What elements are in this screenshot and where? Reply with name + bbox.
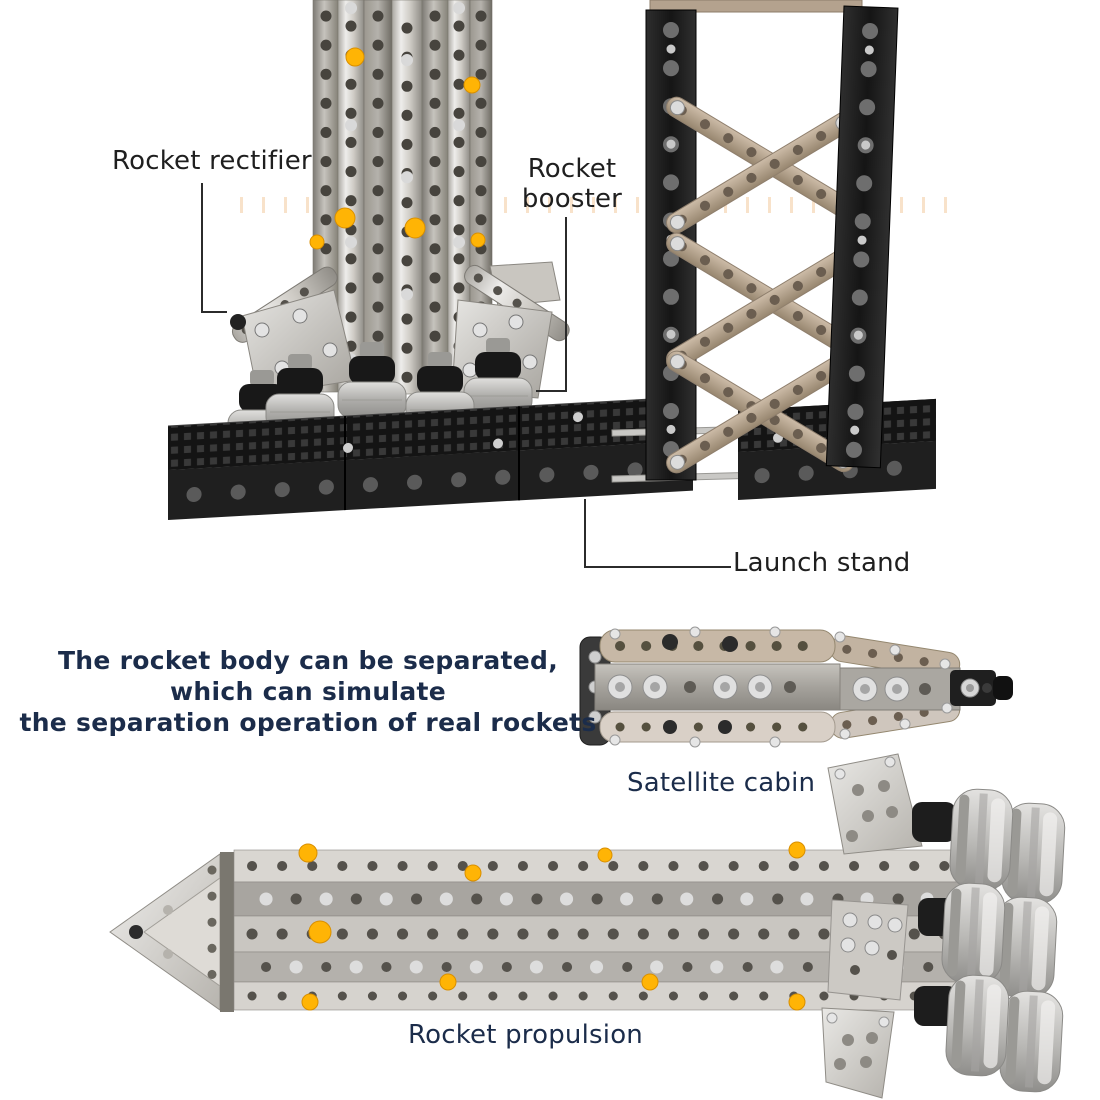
tail-fins [821, 753, 923, 1099]
nose-cone [109, 852, 234, 1012]
yellow-pins [298, 841, 806, 1011]
headline-line-2: which can simulate [169, 677, 447, 706]
launch-tower [645, 0, 899, 480]
engine-rollers [912, 787, 1067, 1094]
leader-line-launch-stand-vertical [584, 499, 586, 568]
leader-line-booster-vertical [565, 217, 567, 392]
caption-satellite-cabin: Satellite cabin [627, 768, 816, 798]
leader-line-booster-horizontal [536, 390, 567, 392]
leader-line-rectifier-vertical [201, 183, 203, 312]
yellow-pins [309, 47, 486, 250]
rocket-rectifier-part [230, 266, 357, 397]
callout-launch-stand: Launch stand [733, 548, 911, 578]
leader-line-launch-stand-horizontal [584, 566, 731, 568]
headline-line-3: the separation operation of real rockets [19, 708, 597, 737]
headline-text: The rocket body can be separated, which … [8, 645, 608, 738]
callout-rocket-booster: Rocket booster [521, 154, 623, 214]
headline-line-1: The rocket body can be separated, [57, 646, 559, 675]
satellite-cabin-photo [579, 626, 1013, 748]
leader-line-rectifier-horizontal [201, 311, 227, 313]
launch-stand-base-left [168, 396, 693, 520]
rocket-propulsion-photo [109, 753, 1067, 1099]
cabin-tip [950, 670, 1013, 706]
launch-pad-photo [168, 0, 950, 520]
caption-rocket-propulsion: Rocket propulsion [408, 1020, 643, 1050]
callout-rocket-rectifier: Rocket rectifier [112, 146, 312, 176]
